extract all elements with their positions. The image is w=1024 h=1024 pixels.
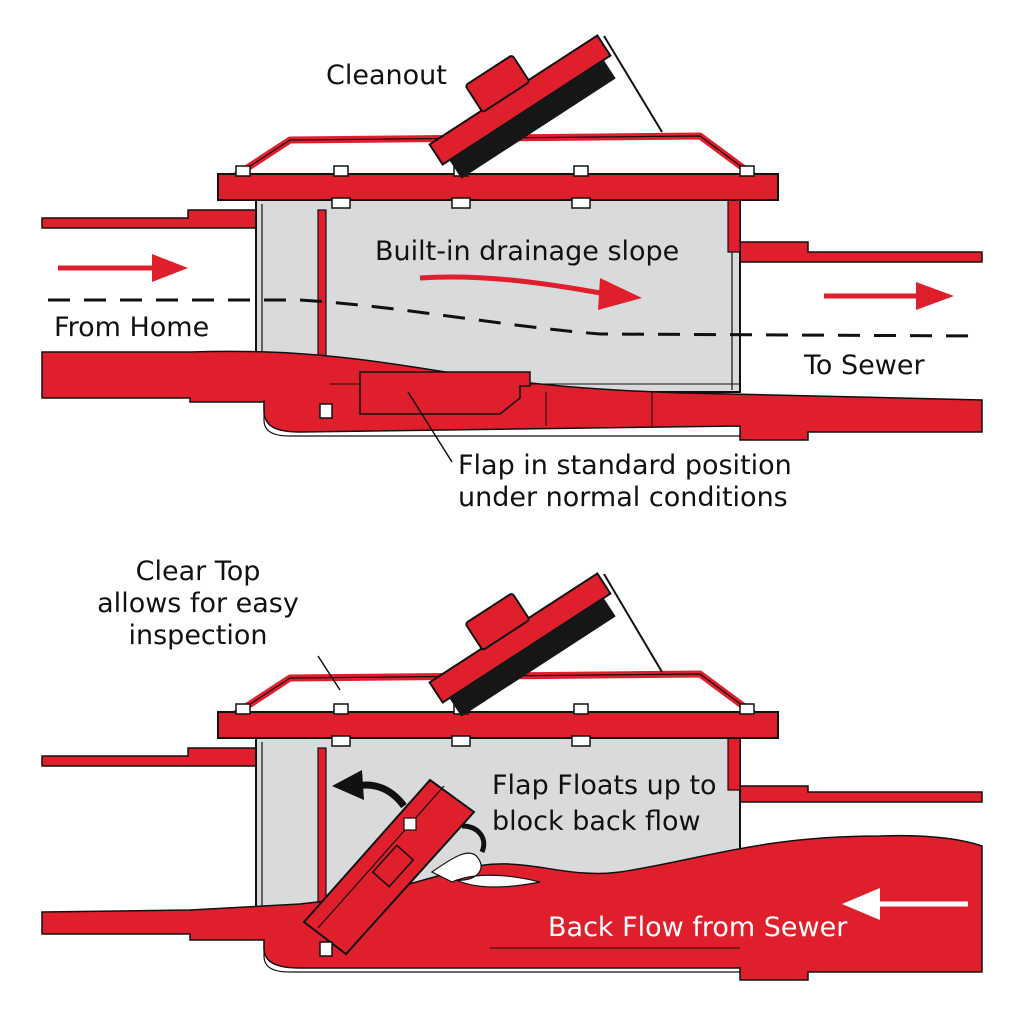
clear-top-label-line3: inspection [129,620,268,651]
cleanout-label: Cleanout [326,60,447,91]
back-flow-label: Back Flow from Sewer [548,912,848,943]
top-hinge [319,403,333,419]
top-inner-baffle [317,209,327,361]
top-slope-dashed-line [48,298,981,338]
to-sewer-label: To Sewer [803,350,925,381]
top-flange [217,173,779,201]
slope-label: Built-in drainage slope [375,236,679,267]
right-arrow-icon [824,282,954,310]
flap-floats-label-line1: Flap Floats up to [492,770,717,801]
flap-standard-label-line2: under normal conditions [458,482,788,513]
from-home-label: From Home [54,312,209,343]
bottom-outlet-pipe-wall [737,785,983,803]
flap-floats-label-line2: block back flow [492,806,701,837]
top-valve-diagram: Cleanout Built-in drainage slope From Ho… [41,34,983,513]
clear-top-leader [317,655,341,691]
bottom-wave-swirl [430,852,541,888]
clear-top-label-line1: Clear Top [136,556,261,587]
left-arrow-icon [842,888,968,920]
curved-arrow-icon [332,770,407,809]
top-cleanout-cap [428,34,663,179]
bottom-inner-baffle [317,747,327,909]
bottom-valve-diagram: Clear Top allows for easy inspection Fla… [41,556,983,981]
clear-top-label-line2: allows for easy [97,588,299,619]
bottom-hinge [319,941,333,957]
top-inlet-pipe-wall [41,209,259,229]
bottom-cleanout-cap [428,572,663,717]
bottom-inlet-pipe-wall [41,747,259,767]
bottom-flange [217,711,779,739]
right-arrow-icon [419,274,642,310]
top-flap-leader [407,391,453,463]
flap-standard-label-line1: Flap in standard position [458,450,792,481]
top-flap [359,371,531,415]
right-arrow-icon [58,254,188,282]
top-outlet-pipe-wall [737,241,983,263]
